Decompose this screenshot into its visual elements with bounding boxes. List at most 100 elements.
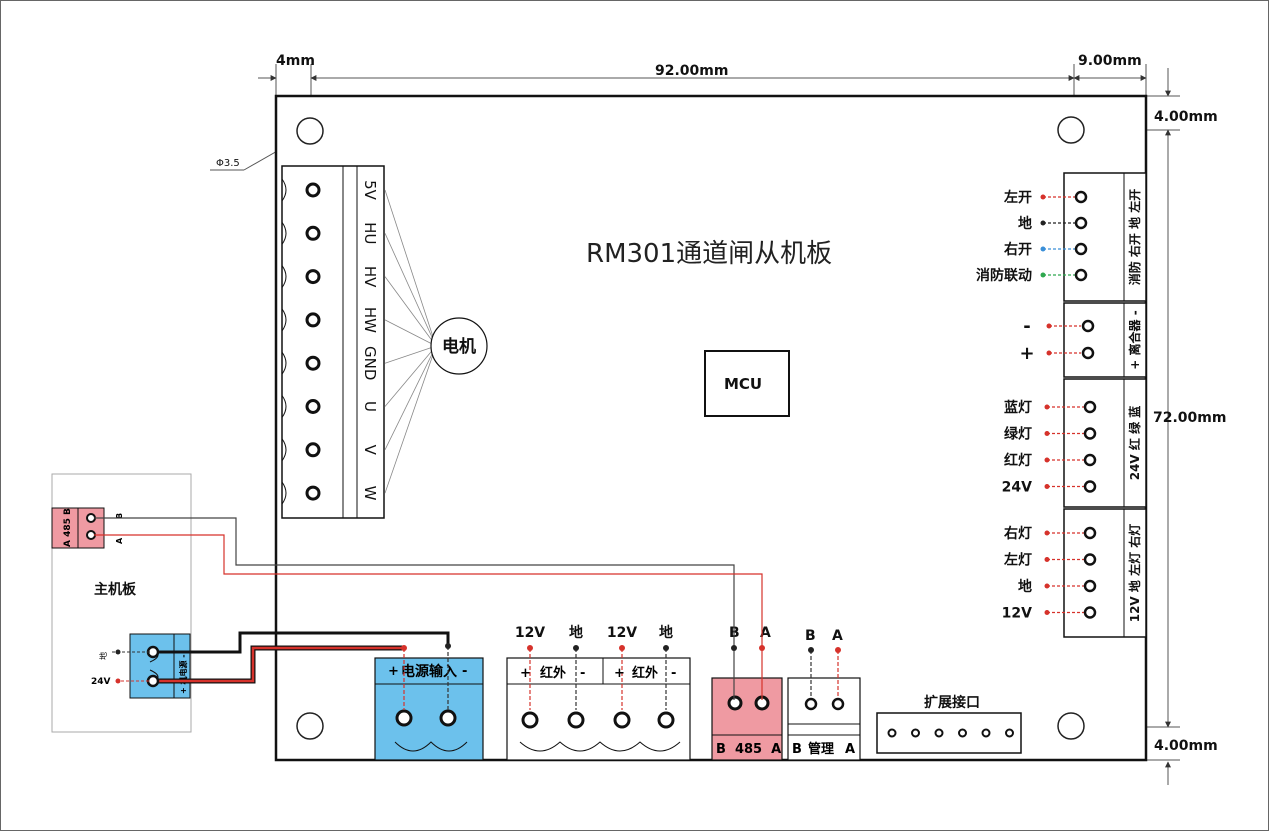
motor-wire [384,189,437,347]
lead-dot [1046,350,1052,356]
host-24v-label: 24V [91,677,111,687]
lead-dot [663,645,669,651]
motor-wire-fan [384,189,437,494]
motor-pin-label: U [361,401,379,412]
dim-height: 72.00mm [1153,410,1226,426]
right-side-label: 地 [1018,578,1032,595]
wire-end-dot [731,645,737,651]
power-input-minus: - [462,664,467,679]
terminal-screw [1083,526,1097,540]
right-side-label: 右灯 [1003,525,1032,542]
motor-pin-bump [281,395,287,418]
right-terminal-block-4 [1063,508,1147,638]
power-input-plus: + [388,664,399,679]
motor-wire [384,345,437,494]
pcb-board [274,94,1148,762]
lead-dot [1040,246,1046,252]
right-header-label: + 离合器 - [1127,310,1142,369]
motor-wire [384,345,437,364]
host-board-label: 主机板 [94,581,137,598]
motor-pin-label: V [361,445,379,456]
expansion-label: 扩展接口 [924,694,980,711]
right-header-label: 24V 红 绿 蓝 [1127,406,1142,481]
expansion-pin [981,728,991,738]
motor-pin-screw [305,442,321,458]
infrared-top-2: 地 [569,624,583,641]
power-wire-leads [403,646,449,710]
motor-pin-bump [281,308,287,332]
motor-pin-screw [305,485,321,501]
terminal-screw [86,513,96,523]
motor-pin-screw [305,225,321,241]
motor-wire [384,319,437,347]
terminal-screw [727,695,743,711]
dim-top-margin: 4.00mm [1154,109,1218,125]
management-bottom-b: B [792,742,802,757]
lead-dot [619,645,625,651]
infrared-pin-leads [529,648,667,710]
lead-dot [1044,404,1050,410]
host-485-text: A 485 B [63,508,73,547]
host-485-terminal [51,507,105,549]
infrared-top-3: 12V [607,625,637,641]
lead-dot [115,649,121,655]
motor-wire [384,345,437,450]
terminal-screw [521,711,539,729]
expansion-pin [887,728,897,738]
management-top-b: B [805,628,816,644]
host-485-a-label: A [115,537,124,544]
dim-hole-diameter: Φ3.5 [216,158,240,169]
infrared-minus-1: - [580,666,585,681]
motor-wire [384,276,437,347]
lead-dot [1044,484,1050,489]
mounting-hole [296,117,324,145]
right-side-label: - [1023,316,1030,337]
motor-pin-label: HV [361,266,379,288]
terminal-screw [1074,268,1088,282]
motor-wire [384,233,437,347]
motor-label: 电机 [442,336,476,357]
dim-left-margin: 4mm [276,53,315,69]
motor-pin-label: GND [361,346,379,380]
mcu-label: MCU [724,375,762,393]
right-side-label: 蓝灯 [1004,399,1032,416]
terminal-screw [1083,553,1097,566]
motor-pin-screw [305,269,321,285]
infrared-minus-2: - [671,666,676,681]
management-bottom-label: 管理 [808,741,834,757]
management-top-a: A [832,628,843,644]
host-power-text: + 机电源 - [178,654,188,694]
host-485-wires [94,517,763,700]
infrared-top-4: 地 [659,624,673,641]
terminal-screw [1083,480,1097,493]
right-terminal-block-2 [1063,302,1147,378]
power-wires [153,631,450,684]
mounting-hole [1057,116,1085,144]
mcu-chip [704,350,790,417]
right-side-label: + [1019,343,1034,364]
right-side-label: 左灯 [1003,552,1032,569]
motor-pin-label: W [361,486,379,501]
terminal-screw [86,530,96,540]
host-485-b-label: B [115,513,124,519]
right-terminal-block-3 [1063,378,1147,508]
lead-dot [573,645,579,651]
lead-dot [115,678,121,684]
infrared-label-1: 红外 [540,665,566,681]
terminal-screw [395,709,413,727]
management-bottom-a: A [845,742,855,757]
dim-bottom-margin: 4.00mm [1154,738,1218,754]
terminal-screw [1083,427,1097,440]
terminal-screw [439,709,457,727]
infrared-top-1: 12V [515,625,545,641]
terminal-screw [1074,190,1088,204]
right-header-label: 12V 地 左灯 右灯 [1127,524,1142,623]
lead-dot [1044,610,1050,615]
motor-pin-bump [281,438,287,462]
wire-end-dot [401,645,407,651]
lead-dot [527,645,533,651]
motor-wire [384,345,437,407]
terminal-screw [1083,606,1097,619]
